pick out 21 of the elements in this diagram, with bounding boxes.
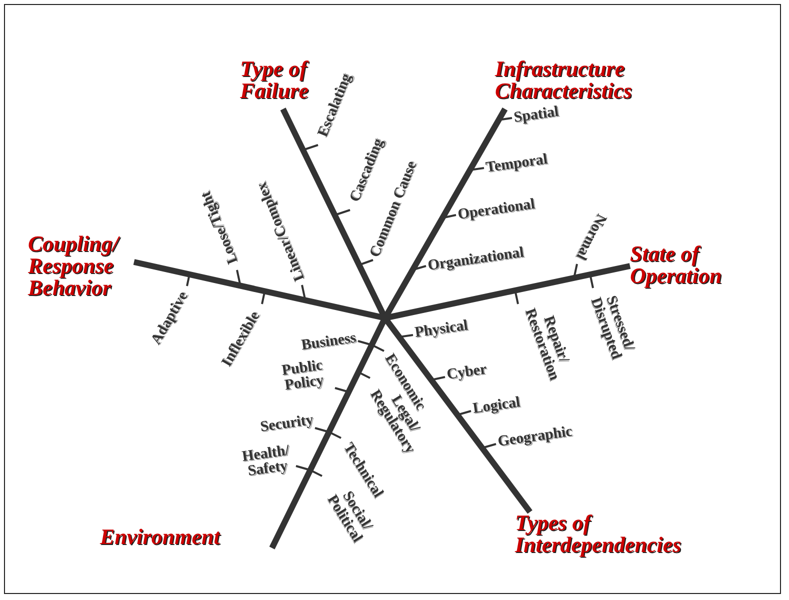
item-label: Spatial xyxy=(512,104,560,126)
dimension-title: Environment xyxy=(100,526,272,548)
item-label: Temporal xyxy=(484,152,548,176)
item-label: Cyber xyxy=(446,362,488,382)
item-label: Security xyxy=(259,412,314,435)
spoke-line xyxy=(269,108,508,550)
item-label: Logical xyxy=(472,394,522,416)
item-label: Physical xyxy=(414,318,469,340)
dimension-title: Coupling/ Response Behavior xyxy=(28,233,133,299)
item-label: Health/ Safety xyxy=(240,443,292,480)
spoke-line xyxy=(280,108,532,514)
item-label: Organizational xyxy=(426,245,525,274)
spoke-line xyxy=(133,259,631,322)
item-label: Geographic xyxy=(496,424,574,450)
item-label: Public Policy xyxy=(280,357,326,396)
item-label: Operational xyxy=(456,196,536,222)
dimension-title: State of Operation xyxy=(630,243,740,287)
dimension-title: Infrastructure Characteristics xyxy=(495,58,675,102)
item-label: Business xyxy=(300,330,358,354)
dimension-title: Type of Failure xyxy=(240,58,330,102)
dimension-title: Types of Interdependencies xyxy=(515,512,715,556)
